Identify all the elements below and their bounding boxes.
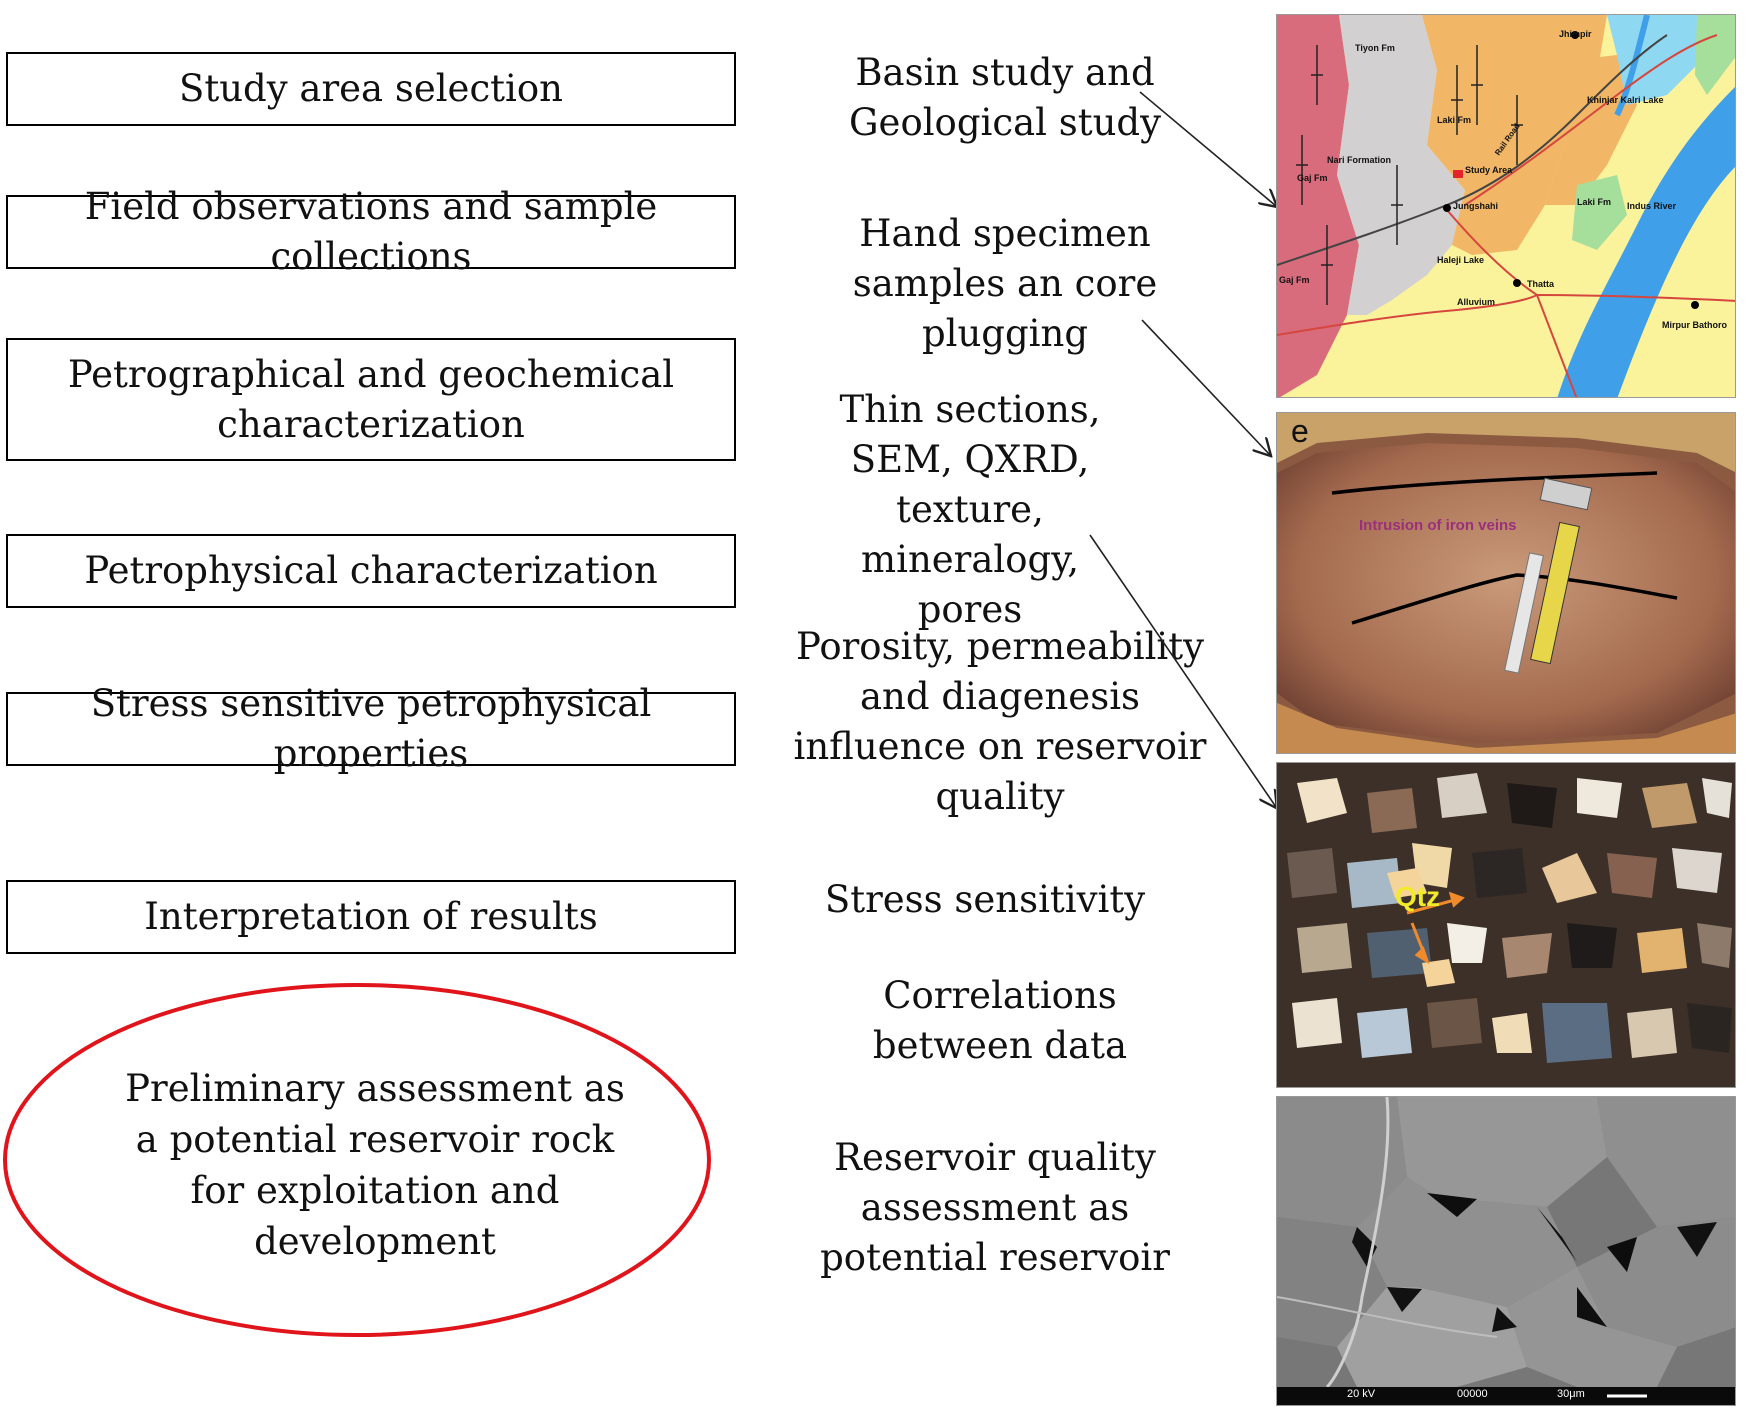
step-label: Petrographical and geochemical character… <box>67 352 675 446</box>
step-petrographical-characterization: Petrographical and geochemical character… <box>6 338 736 461</box>
map-label: Gaj Fm <box>1279 275 1310 285</box>
step-stress-sensitive-properties: Stress sensitive petrophysical propertie… <box>6 682 736 775</box>
outcrop-photo-image: e Intrusion of iron veins <box>1276 412 1736 754</box>
map-label: Laki Fm <box>1577 197 1612 207</box>
step-label: Stress sensitive petrophysical propertie… <box>90 682 652 775</box>
desc-stress-sensitivity: Stress sensitivity <box>824 878 1146 921</box>
map-label: Thatta <box>1527 279 1554 289</box>
map-label: Alluvium <box>1457 297 1496 307</box>
arrow-basin-to-map <box>1139 91 1276 206</box>
map-label: Khinjar Kalri Lake <box>1587 95 1664 105</box>
conclusion-label: Preliminary assessment as a potential re… <box>125 1067 625 1263</box>
sem-micrograph-image: 20 kV 00000 30μm <box>1276 1096 1736 1406</box>
sem-scale: 30μm <box>1557 1388 1585 1400</box>
sem-magnification: 00000 <box>1457 1388 1488 1400</box>
thin-section-micrograph-image: Qtz <box>1276 762 1736 1088</box>
step-label: Study area selection <box>178 67 563 110</box>
sem-voltage: 20 kV <box>1347 1388 1376 1400</box>
desc-hand-specimen: Hand specimen samples an core plugging <box>852 212 1158 355</box>
step-label: Field observations and sample collection… <box>84 185 658 278</box>
panel-letter: e <box>1291 413 1309 449</box>
desc-reservoir-quality: Reservoir quality assessment as potentia… <box>820 1136 1170 1279</box>
conclusion-oval <box>3 983 711 1337</box>
desc-basin-study: Basin study and Geological study <box>848 51 1161 144</box>
desc-porosity-permeability: Porosity, permeability and diagenesis in… <box>793 625 1207 818</box>
step-study-area-selection: Study area selection <box>6 52 736 126</box>
map-label: Gaj Fm <box>1297 173 1328 183</box>
map-label: Jhimpir <box>1559 29 1592 39</box>
arrow-hand-to-outcrop <box>1141 319 1270 455</box>
map-label: Haleji Lake <box>1437 255 1485 265</box>
step-petrophysical-characterization: Petrophysical characterization <box>6 534 736 608</box>
arrow-thin-to-micrograph <box>1089 534 1276 807</box>
iron-veins-annotation: Intrusion of iron veins <box>1359 517 1517 534</box>
map-label: Nari Formation <box>1327 155 1392 165</box>
step-label: Interpretation of results <box>144 895 598 938</box>
map-label: Indus River <box>1627 201 1677 211</box>
map-label: Tiyon Fm <box>1355 43 1395 53</box>
geological-map-image: Jhimpir Tiyon Fm Khinjar Kalri Lake Laki… <box>1276 14 1736 398</box>
map-label: Jungshahi <box>1453 201 1499 211</box>
desc-thin-sections: Thin sections, SEM, QXRD, texture, miner… <box>839 388 1101 631</box>
desc-correlations: Correlations between data <box>872 974 1128 1067</box>
step-interpretation-of-results: Interpretation of results <box>6 880 736 954</box>
map-label: Study Area <box>1465 165 1513 175</box>
step-field-observations: Field observations and sample collection… <box>6 185 736 278</box>
map-label: Laki Fm <box>1437 115 1472 125</box>
map-label: Mirpur Bathoro <box>1662 320 1727 330</box>
qtz-label: Qtz <box>1395 881 1441 912</box>
step-label: Petrophysical characterization <box>84 549 658 592</box>
